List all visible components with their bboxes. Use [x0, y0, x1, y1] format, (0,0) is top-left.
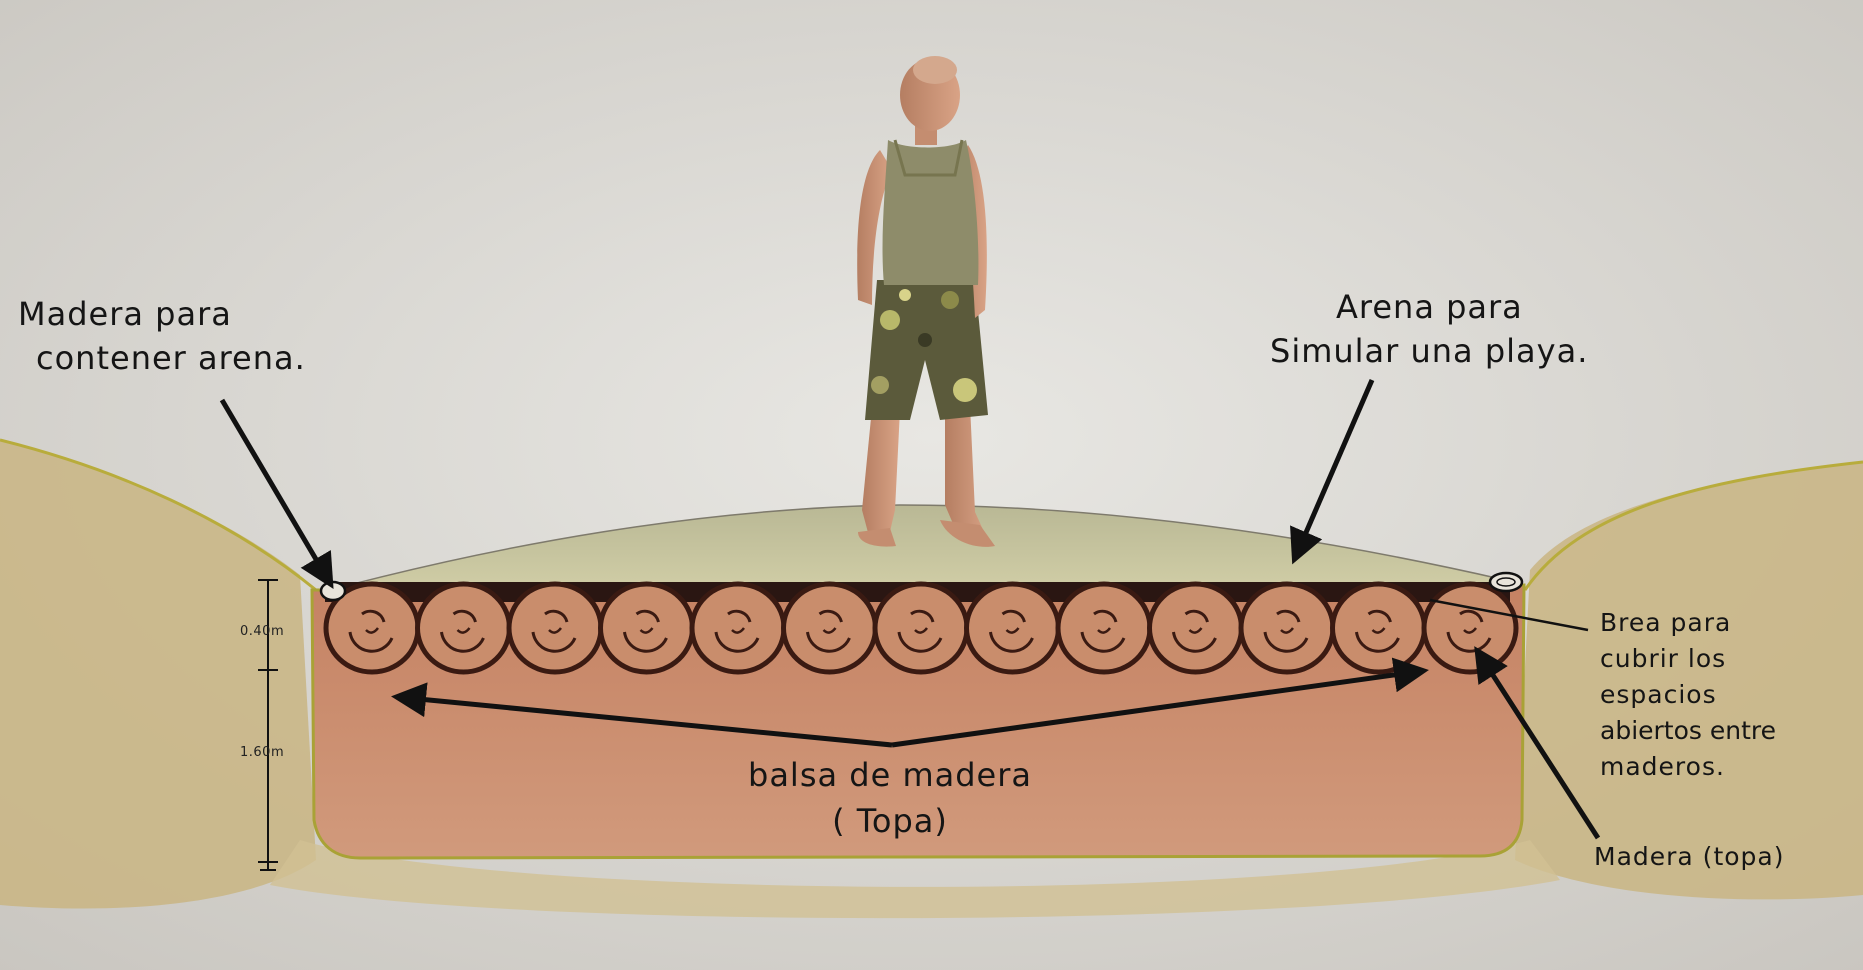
- log-4: [601, 584, 693, 672]
- log-11: [1241, 584, 1333, 672]
- label-madera-contener: Madera para contener arena.: [18, 292, 306, 380]
- left-end-board: [321, 582, 345, 600]
- log-13: [1424, 584, 1516, 672]
- label-balsa-line2: ( Topa): [730, 798, 1050, 844]
- label-brea: Brea para cubrir los espacios abiertos e…: [1600, 605, 1776, 785]
- label-madera-contener-line2: contener arena.: [18, 336, 306, 380]
- dimension-lower: 1.60m: [240, 745, 284, 760]
- label-arena-playa: Arena para Simular una playa.: [1270, 285, 1588, 373]
- log-3: [509, 584, 601, 672]
- log-5: [692, 584, 784, 672]
- label-arena-playa-line1: Arena para: [1270, 285, 1588, 329]
- label-brea-line4: abiertos entre: [1600, 713, 1776, 749]
- right-end-board: [1490, 573, 1522, 591]
- log-9: [1058, 584, 1150, 672]
- label-brea-line1: Brea para: [1600, 605, 1776, 641]
- label-balsa: balsa de madera ( Topa): [730, 752, 1050, 844]
- dimension-upper: 0.40m: [240, 624, 284, 639]
- label-madera-topa: Madera (topa): [1594, 842, 1784, 871]
- label-arena-playa-line2: Simular una playa.: [1270, 329, 1588, 373]
- log-10: [1150, 584, 1242, 672]
- label-brea-line3: espacios: [1600, 677, 1776, 713]
- log-6: [784, 584, 876, 672]
- label-brea-line5: maderos.: [1600, 749, 1776, 785]
- log-7: [875, 584, 967, 672]
- label-madera-contener-line1: Madera para: [18, 292, 306, 336]
- log-8: [967, 584, 1059, 672]
- label-balsa-line1: balsa de madera: [730, 752, 1050, 798]
- log-12: [1333, 584, 1425, 672]
- label-brea-line2: cubrir los: [1600, 641, 1776, 677]
- log-2: [418, 584, 510, 672]
